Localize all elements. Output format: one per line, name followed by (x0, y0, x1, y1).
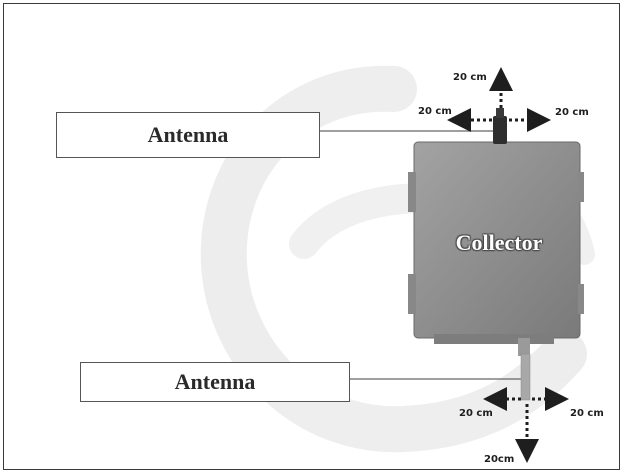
clearance-top-left: 20 cm (418, 106, 452, 117)
collector-label: Collector (455, 230, 543, 255)
clearance-bottom-down: 20cm (484, 454, 515, 465)
antenna-label-top-text: Antenna (147, 122, 229, 147)
clearance-bottom-left: 20 cm (459, 408, 493, 419)
dotted-arrow-icon (447, 67, 569, 463)
antenna-label-top: Antenna (56, 112, 320, 158)
diagram-frame: Antenna Antenna Collector 20 cm 20 cm 20… (3, 3, 620, 470)
clearance-top-right: 20 cm (555, 107, 589, 118)
antenna-label-bottom-text: Antenna (174, 369, 256, 394)
antenna-label-bottom: Antenna (80, 362, 350, 402)
clearance-top-up: 20 cm (453, 72, 487, 83)
collector-box-icon (408, 108, 584, 401)
clearance-bottom-right: 20 cm (570, 408, 604, 419)
